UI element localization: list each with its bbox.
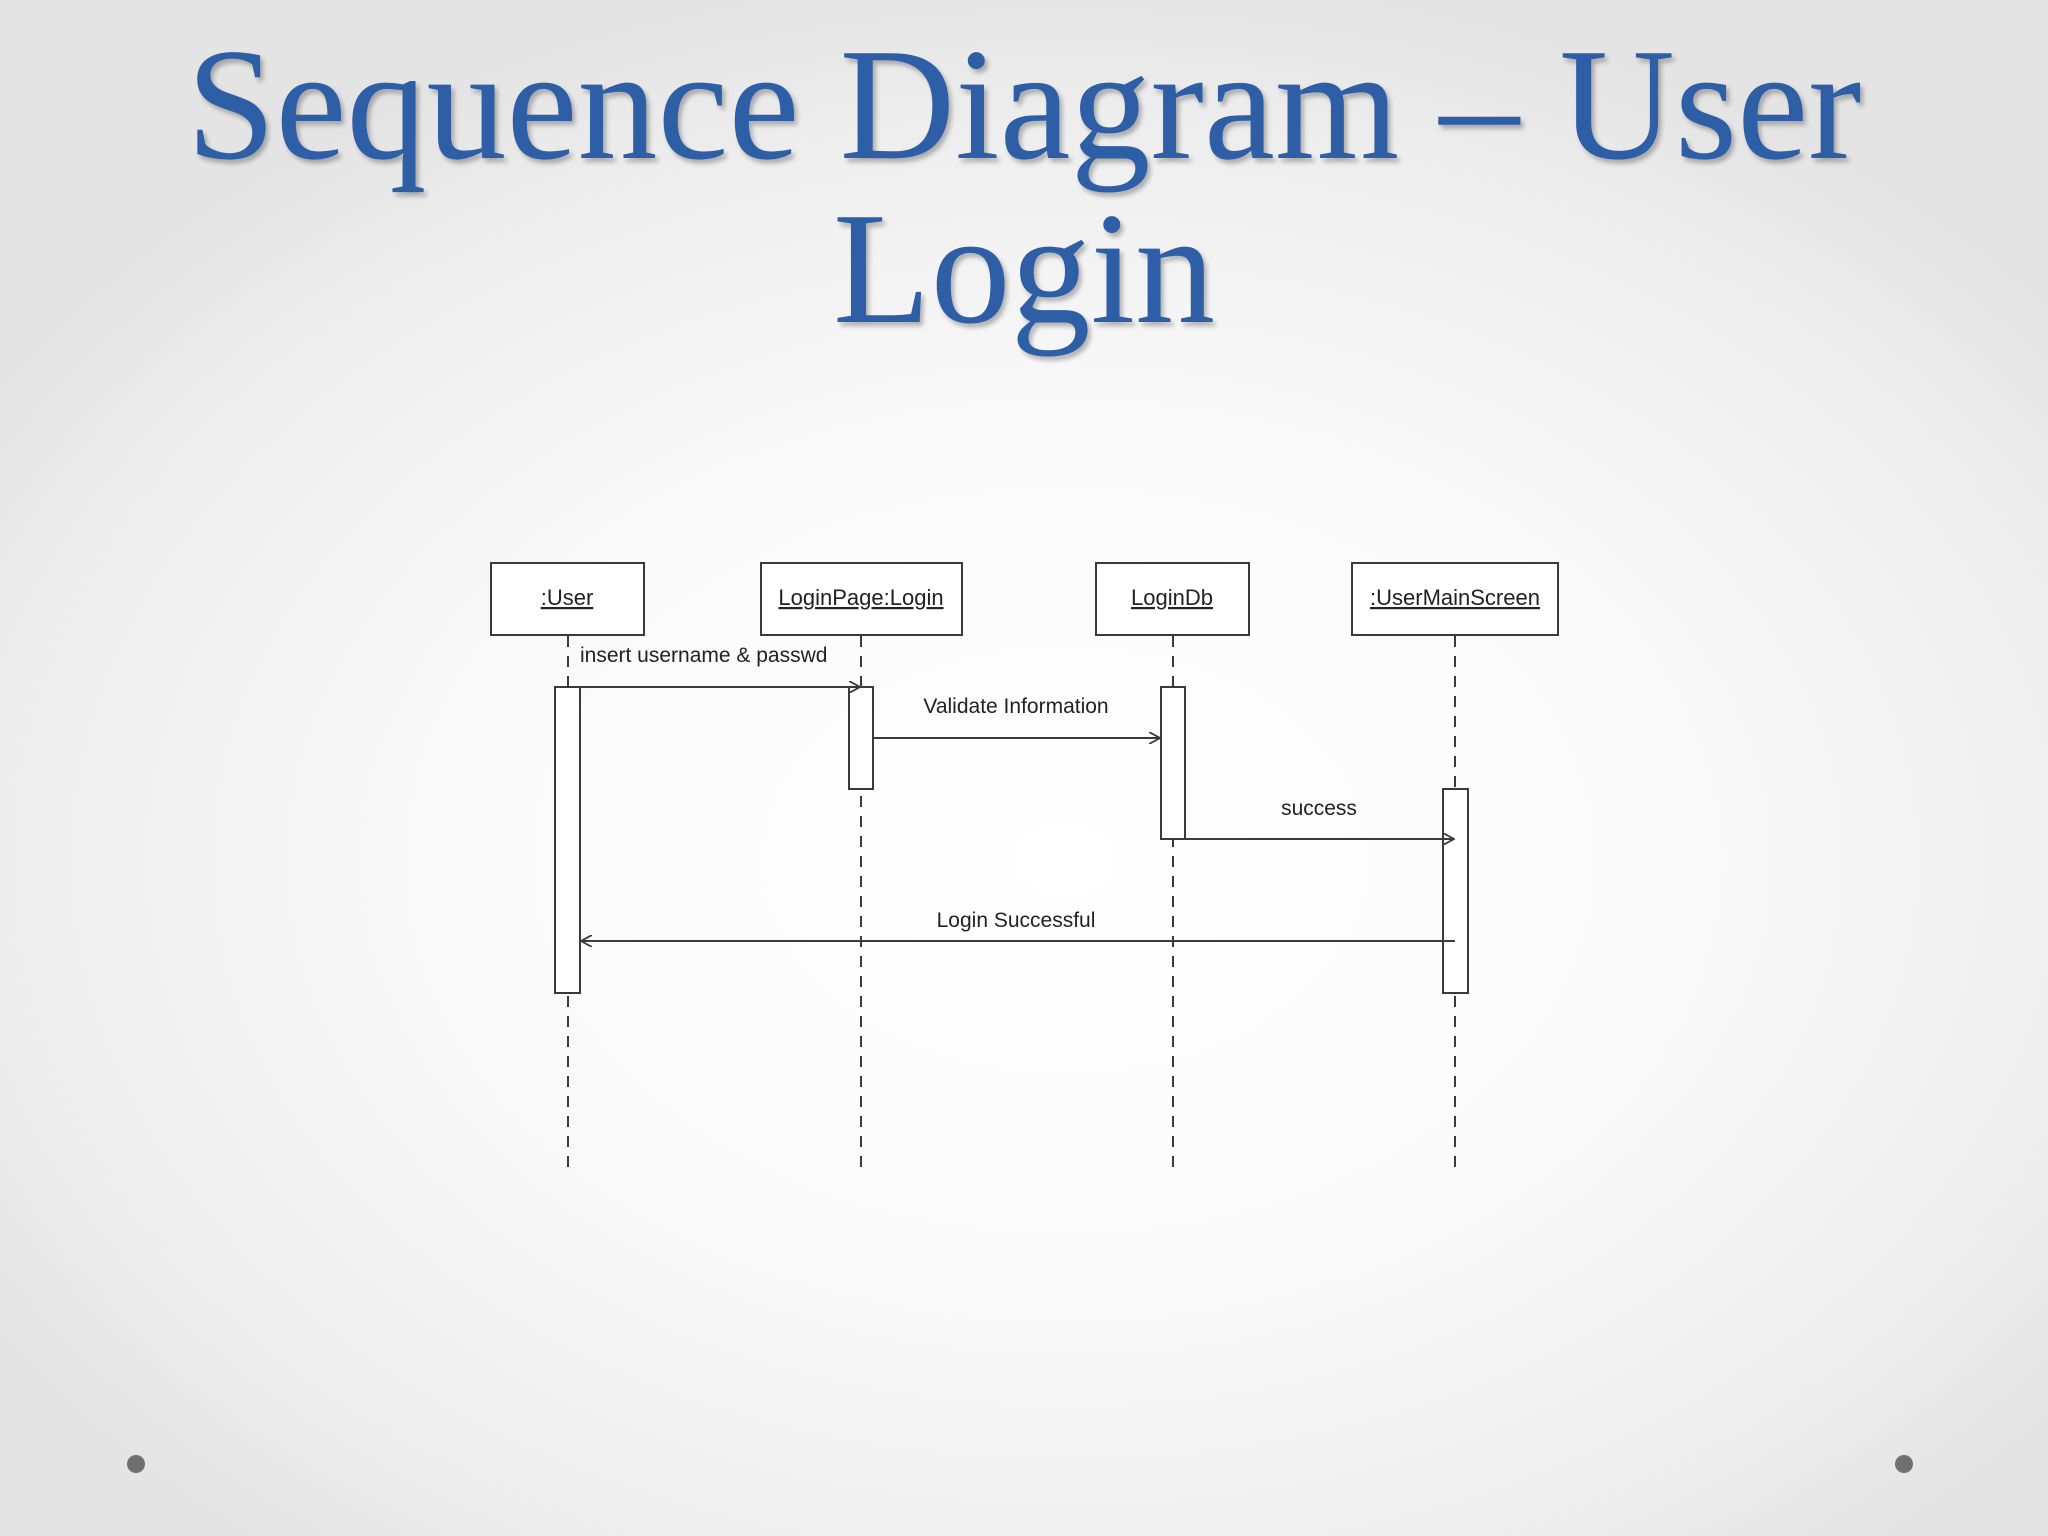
slide-bullet-right: [1895, 1455, 1913, 1473]
lifeline-label: LoginPage:Login: [778, 585, 943, 610]
message-label: Login Successful: [937, 909, 1096, 932]
message-label: success: [1281, 797, 1357, 820]
slide-title-line-1: Sequence Diagram – User: [186, 15, 1862, 193]
lifeline-user: :User: [490, 562, 645, 636]
lifeline-logindb: LoginDb: [1095, 562, 1250, 636]
message-label: insert username & passwd: [580, 644, 827, 667]
lifeline-label: :UserMainScreen: [1370, 585, 1540, 610]
slide-title-line-2: Login: [832, 179, 1216, 357]
activation-loginpage: [848, 686, 874, 790]
lifeline-label: :User: [541, 585, 594, 610]
lifeline-box: [760, 562, 963, 636]
message-insert-credentials: insert username & passwd: [580, 644, 860, 687]
lifeline-box: [490, 562, 645, 636]
message-success: success: [1185, 797, 1454, 839]
message-validate-information: Validate Information: [873, 695, 1160, 738]
lifeline-usermainscreen: :UserMainScreen: [1351, 562, 1559, 636]
activation-usermainscreen: [1442, 788, 1469, 994]
lifeline-box: [1095, 562, 1250, 636]
activation-user: [554, 686, 581, 994]
lifeline-loginpage: LoginPage:Login: [760, 562, 963, 636]
message-label: Validate Information: [923, 695, 1108, 718]
slide-title: Sequence Diagram – User Login: [60, 22, 1988, 350]
activation-logindb: [1160, 686, 1186, 840]
slide-bullet-left: [127, 1455, 145, 1473]
lifeline-box: [1351, 562, 1559, 636]
message-login-successful: Login Successful: [581, 909, 1455, 941]
lifeline-label: LoginDb: [1131, 585, 1213, 610]
